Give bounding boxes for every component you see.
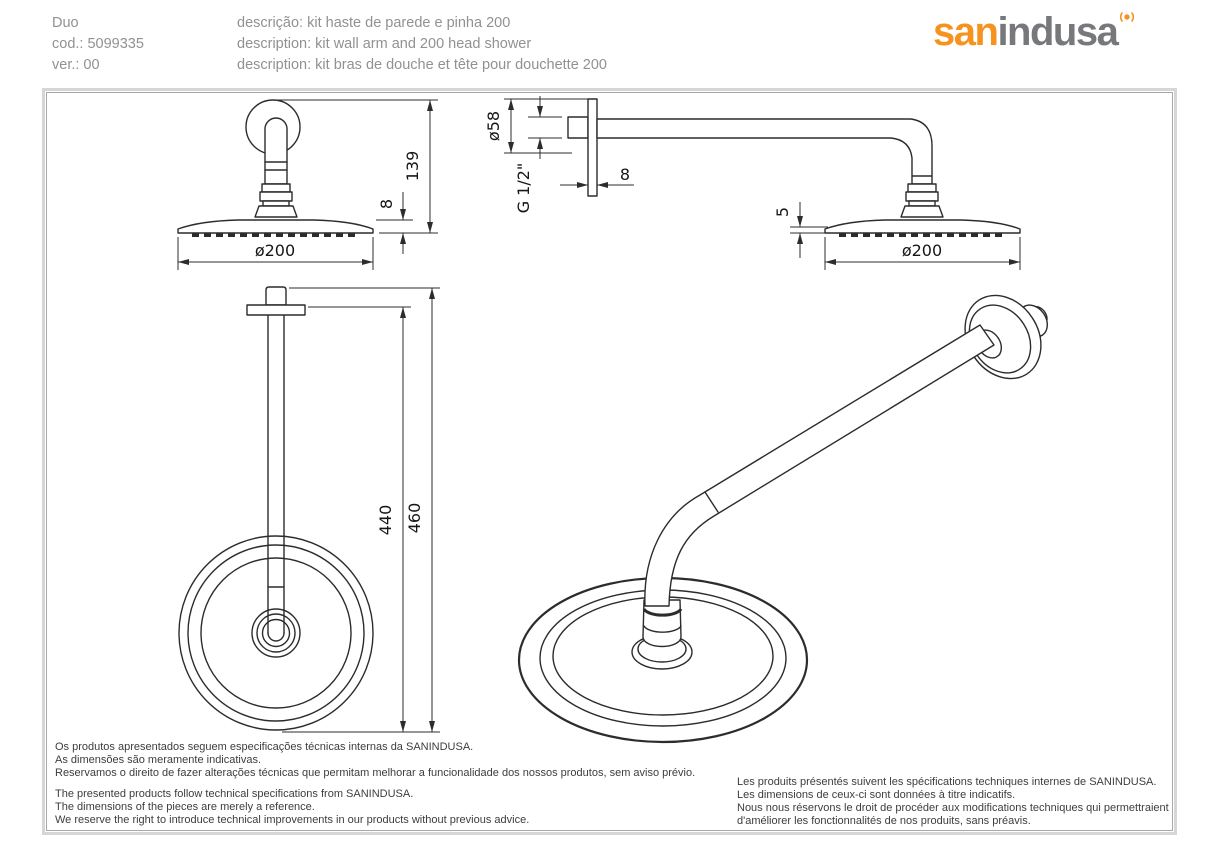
disclaimer-pt: Os produtos apresentados seguem especifi…	[55, 741, 695, 780]
description-block: descrição: kit haste de parede e pinha 2…	[237, 13, 607, 76]
brand-logo: sanindusa	[933, 10, 1173, 54]
product-info-block: Duo cod.: 5099335 ver.: 00	[52, 13, 144, 76]
disclaimer-en-line: The dimensions of the pieces are merely …	[55, 801, 315, 813]
arm-length-dim-label: 440	[376, 505, 395, 536]
side-view-drawing: ø58 G 1/2" 8 5 ø200	[484, 96, 1021, 270]
disclaimer-en-line: We reserve the right to introduce techni…	[55, 814, 530, 826]
disclaimer-fr-line: Les dimensions de ceux-ci sont données à…	[737, 789, 1016, 801]
flange-thickness-dim-label: 8	[620, 165, 630, 184]
disclaimer-en: The presented products follow technical …	[55, 788, 529, 827]
disclaimer-en-line: The presented products follow technical …	[55, 788, 414, 800]
disclaimer-pt-line: As dimensões são meramente indicativas.	[55, 754, 262, 766]
disclaimer-pt-line: Reservamos o direito de fazer alterações…	[55, 767, 696, 779]
description-fr: description: kit bras de douche et tête …	[237, 57, 607, 73]
brand-logo-mark-icon	[1119, 0, 1135, 34]
front-view-drawing: 139 8 ø200	[177, 99, 438, 270]
disclaimer-fr-line: Nous nous réservons le droit de procéder…	[737, 802, 1169, 814]
technical-drawing-sheet: 139 8 ø200 ø58 G 1/2"	[42, 88, 1177, 835]
product-code: cod.: 5099335	[52, 36, 144, 52]
disclaimer-fr-line: Les produits présentés suivent les spéci…	[737, 776, 1157, 788]
product-version: ver.: 00	[52, 57, 100, 73]
flange-diameter-dim-label: ø58	[484, 111, 503, 141]
disclaimer-fr: Les produits présentés suivent les spéci…	[737, 776, 1169, 828]
front-diameter-dim-label: ø200	[255, 241, 295, 260]
brand-logo-prefix: san	[933, 10, 999, 54]
brand-logo-suffix: indusa	[997, 10, 1118, 54]
thread-dim-label: G 1/2"	[514, 163, 533, 214]
disclaimer-pt-line: Os produtos apresentados seguem especifi…	[55, 741, 474, 753]
side-diameter-dim-label: ø200	[902, 241, 942, 260]
plan-view-drawing: 440 460	[178, 286, 440, 733]
disclaimer-fr-line: d'améliorer les fonctionnalités de nos p…	[737, 815, 1031, 827]
product-name: Duo	[52, 15, 79, 31]
description-en: description: kit wall arm and 200 head s…	[237, 36, 532, 52]
perspective-view-drawing	[517, 294, 1049, 744]
drawing-frame	[42, 88, 1177, 835]
description-pt: descrição: kit haste de parede e pinha 2…	[237, 15, 511, 31]
front-height-dim-label: 139	[403, 151, 422, 182]
total-length-dim-label: 460	[405, 503, 424, 534]
front-head-thickness-dim-label: 8	[377, 199, 396, 209]
side-head-thickness-dim-label: 5	[773, 207, 792, 217]
